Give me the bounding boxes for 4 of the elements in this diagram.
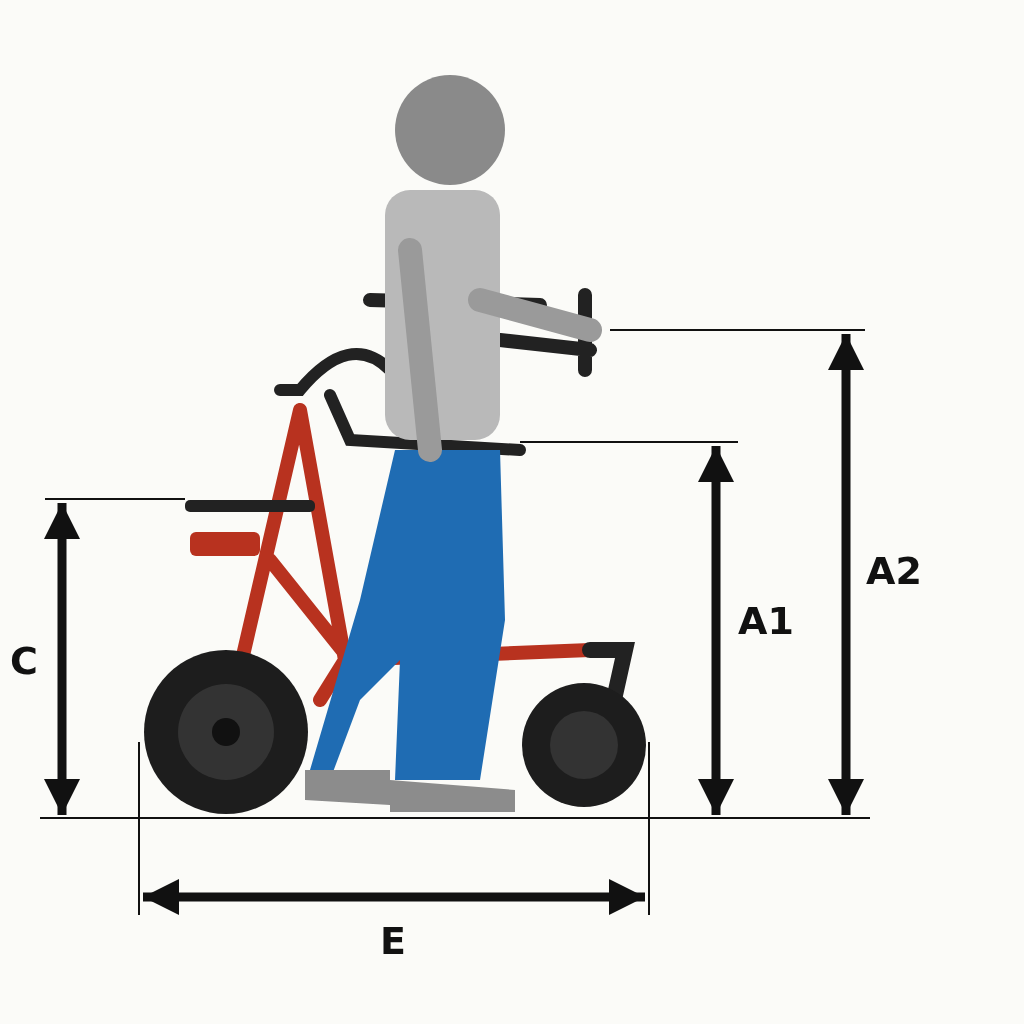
dimension-label: A1 [738, 602, 794, 640]
dimension-label: A2 [866, 552, 922, 590]
dimension-label: C [10, 642, 38, 680]
dimension-label: E [380, 922, 406, 960]
